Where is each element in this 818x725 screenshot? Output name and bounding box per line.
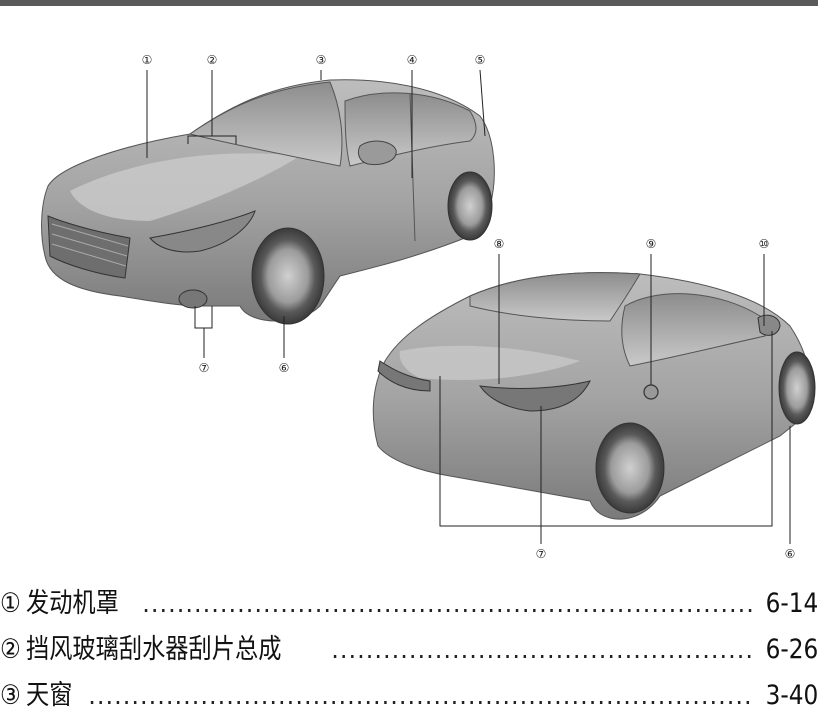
callout-rear-9: ⑨ (646, 237, 657, 251)
index-entry-sunroof[interactable]: ③天窗 3-40 (0, 670, 818, 716)
front-car-illustration (41, 79, 495, 325)
dot-leader (331, 630, 753, 670)
callout-rear-8: ⑧ (494, 237, 505, 251)
index-page-ref: 6-14 (761, 584, 818, 624)
callout-front-5: ⑤ (475, 53, 486, 67)
callout-front-1: ① (142, 53, 153, 67)
index-page-ref: 6-26 (761, 630, 818, 670)
callout-rear-7: ⑦ (536, 547, 547, 561)
callout-front-6: ⑥ (279, 361, 290, 375)
callout-front-3: ③ (316, 53, 327, 67)
dot-leader (142, 584, 753, 624)
vehicle-exterior-figure: ① ② ③ ④ ⑤ ⑥ ⑦ ⑧ ⑨ ⑩ ⑥ ⑦ (41, 53, 816, 561)
dot-leader (88, 676, 753, 716)
index-page-ref: 3-40 (761, 676, 818, 716)
index-number: ① (0, 588, 21, 619)
callout-front-2: ② (207, 53, 218, 67)
callout-rear-10: ⑩ (759, 237, 770, 251)
index-label: 发动机罩 (25, 588, 119, 619)
callout-rear-6: ⑥ (785, 547, 796, 561)
index-number: ③ (0, 680, 21, 711)
index-label: 挡风玻璃刮水器刮片总成 (25, 634, 282, 665)
callout-front-4: ④ (407, 53, 418, 67)
index-number: ② (0, 634, 21, 665)
rear-car-illustration (372, 272, 816, 520)
header-bar (0, 0, 818, 6)
callout-front-7: ⑦ (199, 361, 210, 375)
index-label: 天窗 (25, 680, 73, 711)
